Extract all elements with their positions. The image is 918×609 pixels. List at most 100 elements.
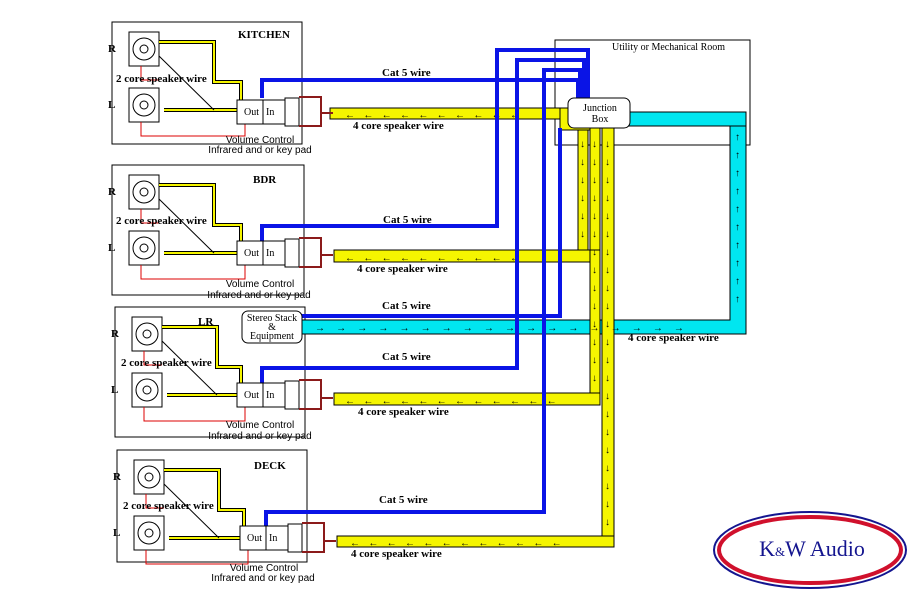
trunk-arrows: ↓↓↓↓↓↓↓↓↓↓↓↓↓↓↓↓↓↓↓↓↓↓↓↓↓↓↓↓↓↓↓↓↓↓↓↓↓↓↓↓… — [580, 132, 740, 528]
down-arrow: ↓ — [605, 301, 610, 312]
vc-out-block — [236, 382, 264, 408]
down-arrow: ↓ — [605, 517, 610, 528]
stereo-stack-line3: Equipment — [250, 331, 294, 342]
vc-terminal — [284, 380, 300, 410]
down-arrow: ↓ — [592, 319, 597, 330]
vc-terminal — [284, 97, 300, 127]
cat5-wires — [260, 48, 590, 527]
down-arrow: ↓ — [605, 229, 610, 240]
down-arrow: ↓ — [580, 193, 585, 204]
down-arrow: ↓ — [592, 283, 597, 294]
logo-rest: W Audio — [785, 536, 865, 561]
vc-in-label: In — [269, 533, 277, 544]
speaker-wire-label-deck: 2 core speaker wire — [123, 500, 214, 512]
down-arrow: ↓ — [605, 481, 610, 492]
down-arrow: ↓ — [605, 247, 610, 258]
cat5-label-bdr: Cat 5 wire — [383, 214, 432, 226]
stereo-stack-line2: & — [268, 322, 276, 333]
speaker-side-label: R — [108, 186, 117, 198]
down-arrow: ↓ — [605, 139, 610, 150]
speaker-dome — [139, 187, 149, 197]
vc-out-label: Out — [244, 248, 259, 259]
speaker-dome — [144, 472, 154, 482]
stereo-stack-box — [241, 310, 303, 344]
stereo-stack-line1: Stereo Stack — [246, 313, 298, 324]
vc-caption1-deck: Volume Control — [229, 563, 299, 574]
down-arrow: ↓ — [592, 229, 597, 240]
logo-amp: & — [775, 544, 786, 559]
logo-k: K — [759, 536, 776, 561]
svg-text:← ← ← ← ← ← ← ←: ← ← ← ← ← ← ← ← ← ← ← ← — [350, 538, 562, 549]
vc-out-label: Out — [244, 107, 259, 118]
vc-in-label: In — [266, 390, 274, 401]
vc-in-label: In — [266, 107, 274, 118]
down-arrow: ↓ — [605, 211, 610, 222]
vc-caption2-kitchen: Infrared and or key pad — [208, 145, 312, 156]
up-arrow: ↑ — [735, 150, 740, 161]
up-arrow: ↑ — [735, 168, 740, 179]
room-title-bdr: BDR — [253, 174, 277, 186]
room-equipment-2: R L Out In — [111, 316, 333, 422]
down-arrow: ↓ — [605, 193, 610, 204]
vc-caption2-bdr: Infrared and or key pad — [207, 290, 311, 301]
down-arrow: ↓ — [605, 409, 610, 420]
room-title-lr: LR — [198, 316, 214, 328]
down-arrow: ↓ — [592, 139, 597, 150]
up-arrow: ↑ — [735, 258, 740, 269]
down-arrow: ↓ — [592, 337, 597, 348]
logo-text: K&W Audio — [716, 536, 908, 562]
speaker-wire-label-kitchen: 2 core speaker wire — [116, 73, 207, 85]
down-arrow: ↓ — [592, 355, 597, 366]
speaker-dome — [139, 44, 149, 54]
down-arrow: ↓ — [605, 463, 610, 474]
room-title-kitchen: KITCHEN — [238, 29, 290, 41]
speaker-side-label: L — [108, 242, 115, 254]
speaker-side-label: L — [113, 527, 120, 539]
stereo-four-core-label: 4 core speaker wire — [628, 332, 719, 344]
down-arrow: ↓ — [580, 229, 585, 240]
up-arrow: ↑ — [735, 204, 740, 215]
four-core-label-kitchen: 4 core speaker wire — [353, 120, 444, 132]
speaker-dome — [139, 100, 149, 110]
vc-caption1-lr: Volume Control — [225, 420, 295, 431]
four-core-label-bdr: 4 core speaker wire — [357, 263, 448, 275]
cat5-label-lr-stack: Cat 5 wire — [382, 300, 431, 312]
down-arrow: ↓ — [592, 265, 597, 276]
svg-text:← ← ← ← ← ← ← ←: ← ← ← ← ← ← ← ← ← ← — [345, 253, 520, 264]
speaker-side-label: R — [108, 43, 117, 55]
svg-text:← ← ← ← ← ← ← ←: ← ← ← ← ← ← ← ← ← ← — [345, 110, 520, 121]
down-arrow: ↓ — [605, 283, 610, 294]
up-arrow: ↑ — [735, 240, 740, 251]
down-arrow: ↓ — [605, 157, 610, 168]
down-arrow: ↓ — [592, 211, 597, 222]
down-arrow: ↓ — [605, 391, 610, 402]
down-arrow: ↓ — [605, 175, 610, 186]
cat5-label-kitchen: Cat 5 wire — [382, 67, 431, 79]
up-arrow: ↑ — [735, 222, 740, 233]
flow-arrows: ← ← ← ← ← ← ← ← ← ← ← ← ← ← ← ← ← ← ← ← … — [315, 110, 684, 549]
speaker-side-label: L — [111, 384, 118, 396]
vc-terminal — [287, 523, 303, 553]
down-arrow: ↓ — [580, 175, 585, 186]
junction-box-line1: Junction — [583, 103, 617, 114]
down-arrow: ↓ — [592, 193, 597, 204]
down-arrow: ↓ — [605, 427, 610, 438]
speaker-dome — [139, 243, 149, 253]
four-core-label-lr: 4 core speaker wire — [358, 406, 449, 418]
junction-box — [567, 97, 631, 129]
vc-out-label: Out — [244, 390, 259, 401]
speaker-dome — [142, 385, 152, 395]
utility-room-label: Utility or Mechanical Room — [612, 42, 726, 53]
speaker-dome — [144, 528, 154, 538]
vc-caption1-bdr: Volume Control — [225, 279, 295, 290]
speaker-side-label: R — [111, 328, 120, 340]
vc-out-label: Out — [247, 533, 262, 544]
down-arrow: ↓ — [605, 265, 610, 276]
speaker-dome — [142, 329, 152, 339]
junction-box-line2: Box — [591, 114, 609, 125]
up-arrow: ↑ — [735, 186, 740, 197]
